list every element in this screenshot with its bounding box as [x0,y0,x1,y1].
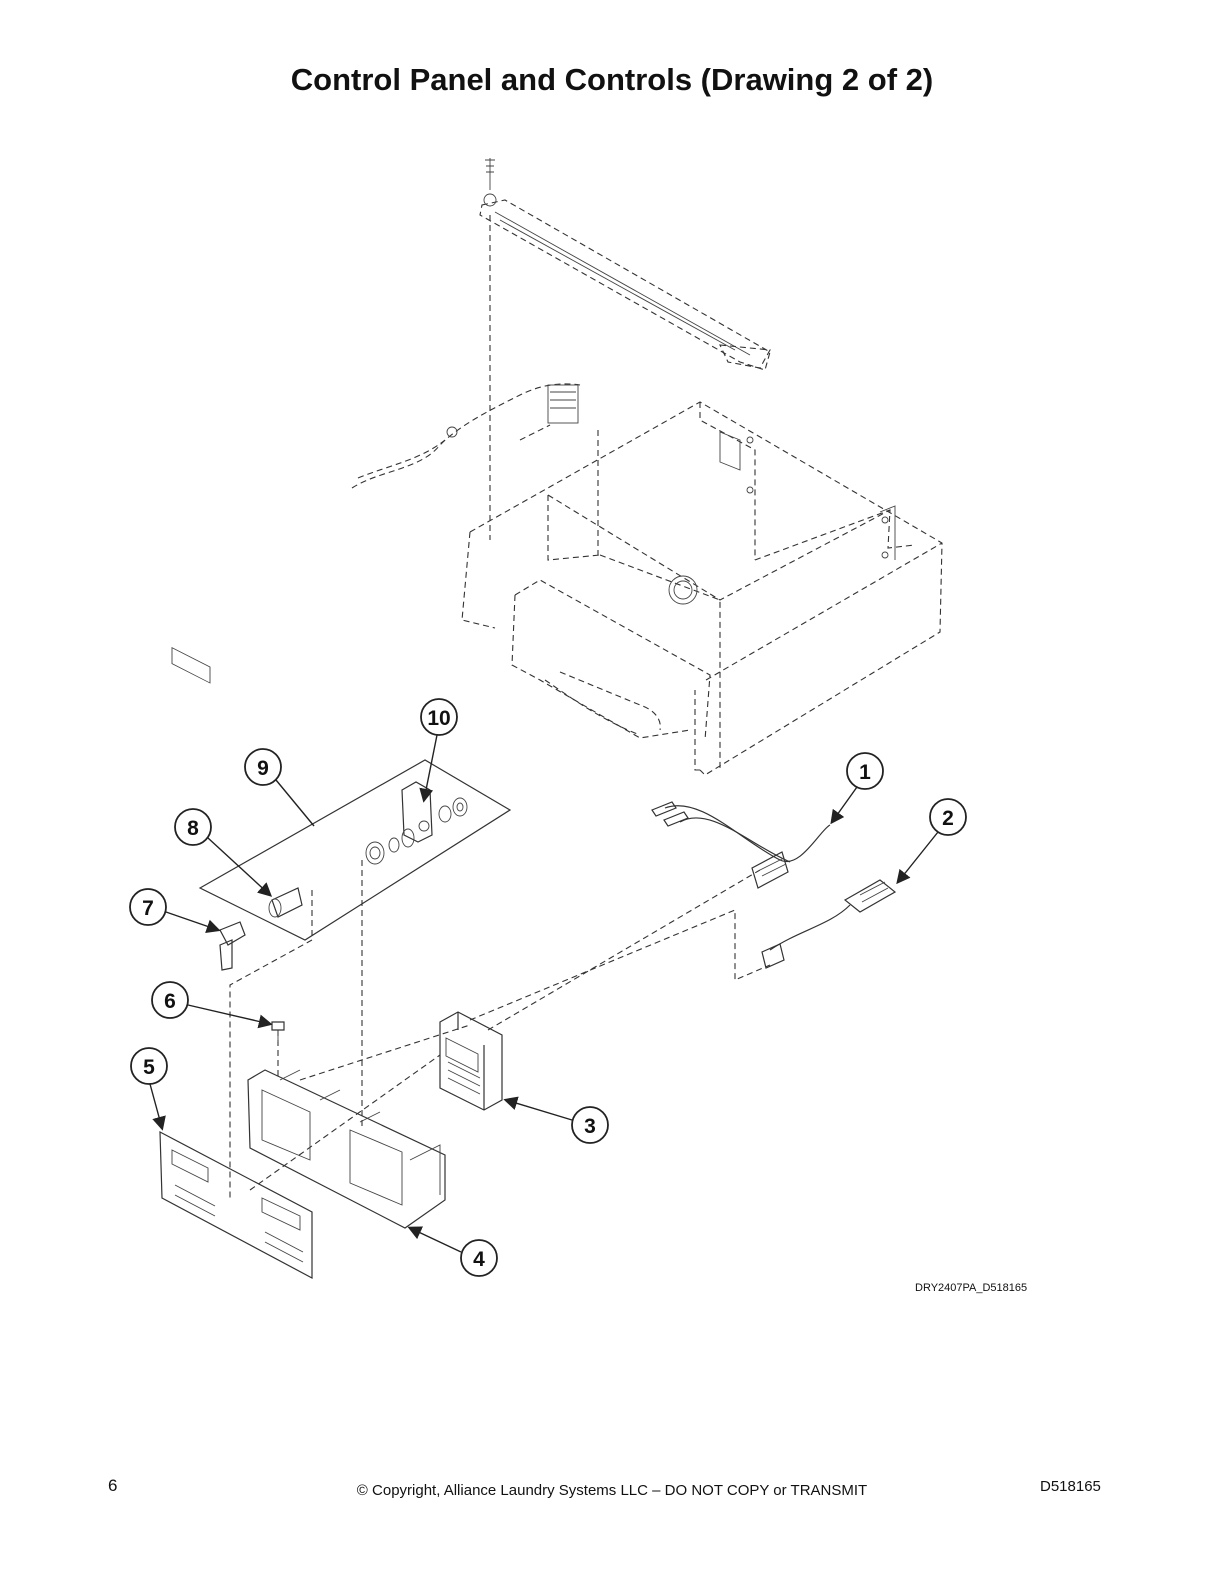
control-chassis-box [461,401,943,776]
part-9-plate [198,759,512,941]
svg-text:3: 3 [584,1115,596,1138]
svg-text:5: 5 [143,1056,155,1079]
svg-text:6: 6 [164,990,176,1013]
callout-2: 2 [896,798,967,885]
callout-6: 6 [151,981,273,1029]
svg-text:10: 10 [427,707,450,730]
part-6-screw [271,1021,285,1042]
callout-3: 3 [503,1096,609,1144]
part-1-wire-harness [651,801,831,889]
drawing-id: DRY2407PA_D518165 [915,1282,1028,1294]
page-title: Control Panel and Controls (Drawing 2 of… [290,62,934,97]
callout-4: 4 [407,1226,498,1277]
svg-text:8: 8 [187,817,199,840]
part-10-lock-bracket [365,781,468,865]
callout-1: 1 [830,752,884,825]
part-7-keys [219,921,246,971]
svg-text:1: 1 [859,761,871,784]
svg-text:7: 7 [142,897,154,920]
page-number: 6 [108,1476,118,1495]
part-8-lock-cylinder [268,887,303,918]
top-bracket [479,158,771,371]
part-5-keypad-overlay [159,646,313,1279]
copyright-notice: © Copyright, Alliance Laundry Systems LL… [356,1482,868,1499]
document-number: D518165 [1040,1478,1101,1495]
callout-8: 8 [174,808,273,897]
part-4-control-bezel [247,1069,446,1229]
part-2-wire-harness [761,879,897,969]
callout-10: 10 [419,698,458,803]
svg-text:9: 9 [257,757,269,780]
upper-wire-harness [351,383,581,489]
part-3-controller-module [439,1011,503,1111]
svg-text:4: 4 [473,1248,485,1271]
svg-text:2: 2 [942,807,954,830]
callout-5: 5 [130,1047,168,1131]
callout-7: 7 [129,888,221,933]
callout-9: 9 [244,748,315,827]
